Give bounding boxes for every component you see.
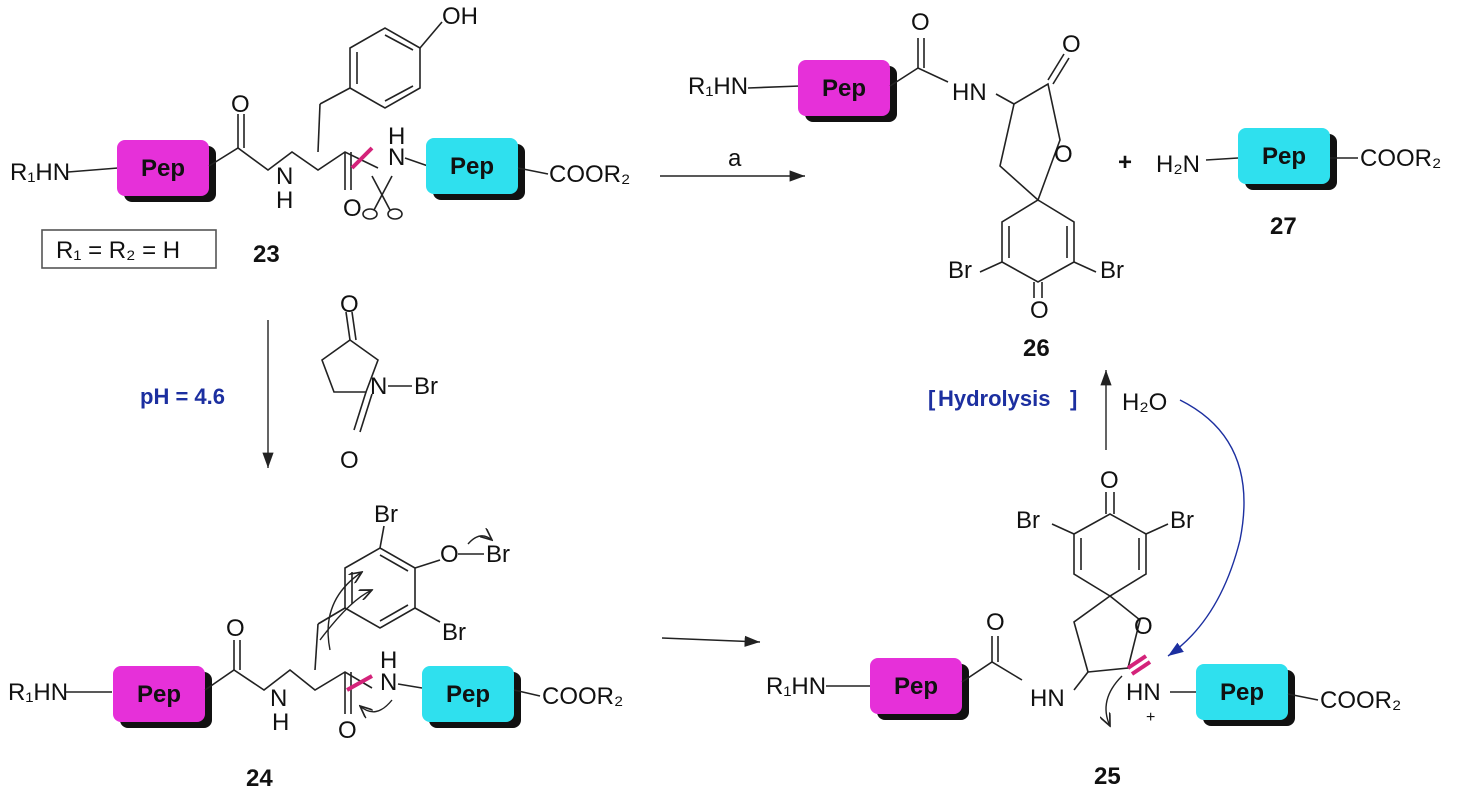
compound-number-26: 26 xyxy=(1023,335,1050,362)
compound-26: R₁HN Pep O HN O O O Br Br 26 xyxy=(688,9,1124,362)
compound-23: R₁HN Pep O N H O OH H N xyxy=(10,3,630,269)
pep-box-magenta: Pep xyxy=(798,60,897,122)
water-reagent: H₂O xyxy=(1122,389,1167,416)
pep-box-magenta: Pep xyxy=(117,140,216,202)
svg-text:Pep: Pep xyxy=(1262,143,1306,170)
amide-n: N xyxy=(276,163,293,190)
nbs-br: Br xyxy=(414,373,438,400)
nucleophilic-attack-arrow xyxy=(1167,399,1245,657)
pep-box-cyan: Pep xyxy=(1238,128,1337,190)
svg-text:Pep: Pep xyxy=(1220,679,1264,706)
svg-text:Pep: Pep xyxy=(894,673,938,700)
lactone-o: O xyxy=(1062,31,1081,58)
amide-hn: HN xyxy=(1030,685,1065,712)
ester-group: COOR₂ xyxy=(1360,145,1441,172)
pep-box-cyan: Pep xyxy=(1196,664,1295,726)
compound-number-27: 27 xyxy=(1270,213,1297,240)
svg-text:Pep: Pep xyxy=(141,155,185,182)
ketone-o: O xyxy=(1030,297,1049,324)
ring-o: O xyxy=(1134,613,1153,640)
nbs-o-top: O xyxy=(340,291,359,318)
condition-a: a xyxy=(728,145,742,172)
r1hn-label: R₁HN xyxy=(8,679,68,706)
nbs-n: N xyxy=(370,373,387,400)
bromo-right: Br xyxy=(1100,257,1124,284)
carbonyl-o: O xyxy=(911,9,930,36)
carbonyl-o2: O xyxy=(338,717,357,744)
carbonyl-o: O xyxy=(226,615,245,642)
amide-h2: H xyxy=(388,123,405,150)
amide-hn: HN xyxy=(952,79,987,106)
svg-text:Pep: Pep xyxy=(137,681,181,708)
o-bromo: Br xyxy=(486,541,510,568)
hydroxyl: OH xyxy=(442,3,478,30)
svg-text:Pep: Pep xyxy=(450,153,494,180)
substituent-box: R₁ = R₂ = H xyxy=(56,237,180,264)
ester-group: COOR₂ xyxy=(542,683,623,710)
plus-sign: + xyxy=(1118,149,1132,176)
ketone-o: O xyxy=(1100,467,1119,494)
bromo-left: Br xyxy=(948,257,972,284)
compound-number-24: 24 xyxy=(246,765,273,792)
amide-n2: N xyxy=(388,144,405,171)
compound-number-25: 25 xyxy=(1094,763,1121,790)
compound-25: R₁HN Pep O HN O O Br Br HN + xyxy=(766,467,1401,790)
ester-group: COOR₂ xyxy=(1320,687,1401,714)
bromo-top: Br xyxy=(374,501,398,528)
r1hn-label: R₁HN xyxy=(766,673,826,700)
nbs-reagent: O O N Br xyxy=(321,291,438,474)
amide-h: H xyxy=(272,709,289,736)
nbs-o-bottom: O xyxy=(340,447,359,474)
pep-box-cyan: Pep xyxy=(426,138,525,200)
hydrolysis-bracket-open: [ xyxy=(928,386,936,411)
compound-24: R₁HN Pep O N H O Br Br O Br xyxy=(8,501,623,792)
pep-box-magenta: Pep xyxy=(113,666,212,728)
carbonyl-o: O xyxy=(986,609,1005,636)
compound-27: H₂N Pep COOR₂ 27 xyxy=(1156,128,1441,240)
iminium-hn: HN xyxy=(1126,679,1161,706)
svg-text:Pep: Pep xyxy=(822,75,866,102)
svg-text:Pep: Pep xyxy=(446,681,490,708)
scissors-icon xyxy=(362,175,403,220)
pep-box-cyan: Pep xyxy=(422,666,521,728)
r1hn-label: R₁HN xyxy=(688,73,748,100)
amide-n: N xyxy=(270,685,287,712)
ph-condition: pH = 4.6 xyxy=(140,384,225,409)
r1hn-label: R₁HN xyxy=(10,159,70,186)
ring-o: O xyxy=(1054,141,1073,168)
compound-number-23: 23 xyxy=(253,241,280,268)
pep-box-magenta: Pep xyxy=(870,658,969,720)
carbonyl-o: O xyxy=(231,91,250,118)
amide-h: H xyxy=(276,187,293,214)
bromo-bottom: Br xyxy=(442,619,466,646)
amine-label: H₂N xyxy=(1156,151,1200,178)
bromo-right: Br xyxy=(1170,507,1194,534)
amide-h2: H xyxy=(380,647,397,674)
hydrolysis-bracket-close: ] xyxy=(1070,386,1077,411)
ester-group: COOR₂ xyxy=(549,161,630,188)
plus-charge: + xyxy=(1146,709,1155,726)
phenoxy-o: O xyxy=(440,541,459,568)
carbonyl-o2: O xyxy=(343,195,362,222)
hydrolysis-condition: Hydrolysis xyxy=(938,386,1051,411)
amide-n2: N xyxy=(380,669,397,696)
bromo-left: Br xyxy=(1016,507,1040,534)
